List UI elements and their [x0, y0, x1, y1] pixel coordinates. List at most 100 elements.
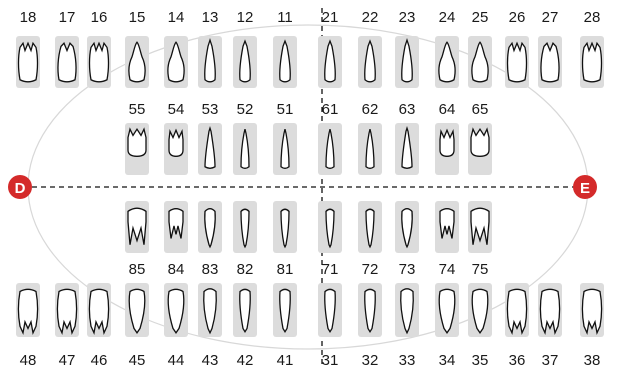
tooth-43[interactable]: 43 [198, 283, 222, 369]
tooth-17[interactable]: 17 [55, 9, 79, 88]
tooth-number-32: 32 [362, 352, 379, 369]
tooth-26[interactable]: 26 [505, 9, 529, 88]
tooth-46[interactable]: 46 [87, 283, 111, 369]
tooth-number-45: 45 [129, 352, 146, 369]
tooth-16[interactable]: 16 [87, 9, 111, 88]
tooth-47[interactable]: 47 [55, 283, 79, 369]
tooth-11[interactable]: 11 [273, 9, 297, 88]
tooth-25[interactable]: 25 [468, 9, 492, 88]
lower-molar-icon [19, 289, 38, 332]
tooth-15[interactable]: 15 [125, 9, 149, 88]
tooth-24[interactable]: 24 [435, 9, 459, 88]
molar-3-root-icon [508, 43, 527, 82]
tooth-number-15: 15 [129, 9, 146, 26]
tooth-number-73: 73 [399, 261, 416, 278]
deciduous-upper-molar-small-icon [440, 130, 454, 156]
tooth-number-13: 13 [202, 9, 219, 26]
tooth-82[interactable]: 82 [233, 201, 257, 278]
tooth-33[interactable]: 33 [395, 283, 419, 369]
tooth-number-53: 53 [202, 101, 219, 118]
tooth-52[interactable]: 52 [233, 101, 257, 175]
tooth-81[interactable]: 81 [273, 201, 297, 278]
deciduous-lower-molar-icon [471, 208, 489, 245]
tooth-84[interactable]: 84 [164, 201, 188, 278]
tooth-32[interactable]: 32 [358, 283, 382, 369]
side-letter-right: E [580, 180, 590, 197]
tooth-number-18: 18 [20, 9, 37, 26]
side-letter-left: D [15, 180, 26, 197]
tooth-23[interactable]: 23 [395, 9, 419, 88]
tooth-12[interactable]: 12 [233, 9, 257, 88]
tooth-number-65: 65 [472, 101, 489, 118]
molar-3-root-icon [90, 43, 109, 82]
tooth-64[interactable]: 64 [435, 101, 459, 175]
tooth-55[interactable]: 55 [125, 101, 149, 175]
tooth-number-11: 11 [277, 9, 293, 26]
tooth-54[interactable]: 54 [164, 101, 188, 175]
tooth-73[interactable]: 73 [395, 201, 419, 278]
tooth-number-81: 81 [277, 261, 294, 278]
tooth-number-52: 52 [237, 101, 254, 118]
tooth-number-16: 16 [91, 9, 108, 26]
tooth-number-27: 27 [542, 9, 559, 26]
tooth-number-36: 36 [509, 352, 526, 369]
tooth-number-31: 31 [322, 352, 339, 369]
tooth-31[interactable]: 31 [318, 283, 342, 369]
deciduous-lower-molar-icon [128, 208, 146, 245]
tooth-number-46: 46 [91, 352, 108, 369]
tooth-72[interactable]: 72 [358, 201, 382, 278]
tooth-65[interactable]: 65 [468, 101, 492, 175]
tooth-18[interactable]: 18 [16, 9, 40, 88]
tooth-number-84: 84 [168, 261, 185, 278]
tooth-51[interactable]: 51 [273, 101, 297, 175]
lower-molar-icon [583, 289, 602, 332]
tooth-number-34: 34 [439, 352, 456, 369]
tooth-number-55: 55 [129, 101, 146, 118]
tooth-number-25: 25 [472, 9, 489, 26]
tooth-37[interactable]: 37 [538, 283, 562, 369]
tooth-63[interactable]: 63 [395, 101, 419, 175]
tooth-number-43: 43 [202, 352, 219, 369]
tooth-number-14: 14 [168, 9, 185, 26]
tooth-number-28: 28 [584, 9, 601, 26]
tooth-13[interactable]: 13 [198, 9, 222, 88]
tooth-number-72: 72 [362, 261, 379, 278]
tooth-number-75: 75 [472, 261, 489, 278]
tooth-83[interactable]: 83 [198, 201, 222, 278]
tooth-85[interactable]: 85 [125, 201, 149, 278]
tooth-71[interactable]: 71 [318, 201, 342, 278]
tooth-74[interactable]: 74 [435, 201, 459, 278]
tooth-22[interactable]: 22 [358, 9, 382, 88]
tooth-number-47: 47 [59, 352, 76, 369]
tooth-number-38: 38 [584, 352, 601, 369]
tooth-36[interactable]: 36 [505, 283, 529, 369]
tooth-62[interactable]: 62 [358, 101, 382, 175]
tooth-41[interactable]: 41 [273, 283, 297, 369]
tooth-number-37: 37 [542, 352, 559, 369]
tooth-38[interactable]: 38 [580, 283, 604, 369]
molar-3-root-icon [583, 43, 602, 82]
tooth-21[interactable]: 21 [318, 9, 342, 88]
tooth-14[interactable]: 14 [164, 9, 188, 88]
tooth-42[interactable]: 42 [233, 283, 257, 369]
tooth-35[interactable]: 35 [468, 283, 492, 369]
tooth-number-62: 62 [362, 101, 379, 118]
tooth-34[interactable]: 34 [435, 283, 459, 369]
tooth-number-22: 22 [362, 9, 379, 26]
tooth-61[interactable]: 61 [318, 101, 342, 175]
tooth-75[interactable]: 75 [468, 201, 492, 278]
tooth-53[interactable]: 53 [198, 101, 222, 175]
molar-3-root-icon [19, 43, 38, 82]
tooth-44[interactable]: 44 [164, 283, 188, 369]
tooth-48[interactable]: 48 [16, 283, 40, 369]
tooth-number-44: 44 [168, 352, 185, 369]
lower-molar-icon [508, 289, 527, 332]
tooth-number-12: 12 [237, 9, 254, 26]
marker-left: D [8, 175, 32, 199]
tooth-number-85: 85 [129, 261, 146, 278]
tooth-28[interactable]: 28 [580, 9, 604, 88]
tooth-45[interactable]: 45 [125, 283, 149, 369]
tooth-number-63: 63 [399, 101, 416, 118]
tooth-27[interactable]: 27 [538, 9, 562, 88]
